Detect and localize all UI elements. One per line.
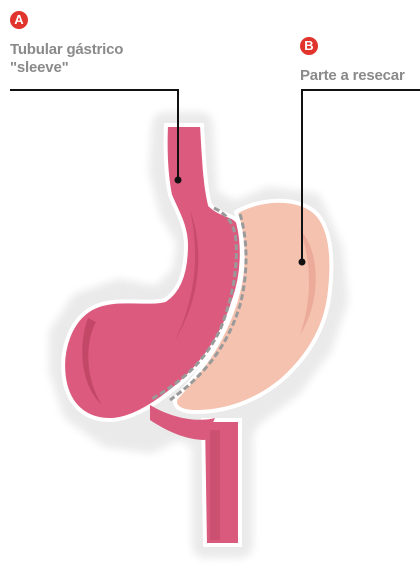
label-b-text: Parte a resecar [300, 67, 405, 85]
label-a-text: Tubular gástrico "sleeve" [10, 41, 123, 77]
duodenum [203, 420, 240, 545]
leader-dot-b [299, 259, 306, 266]
leader-dot-a [175, 177, 182, 184]
label-b-badge: B [300, 37, 318, 55]
label-a-line-1: Tubular gástrico [10, 41, 123, 59]
label-a-badge: A [10, 11, 28, 29]
label-a-line-2: "sleeve" [10, 59, 123, 77]
